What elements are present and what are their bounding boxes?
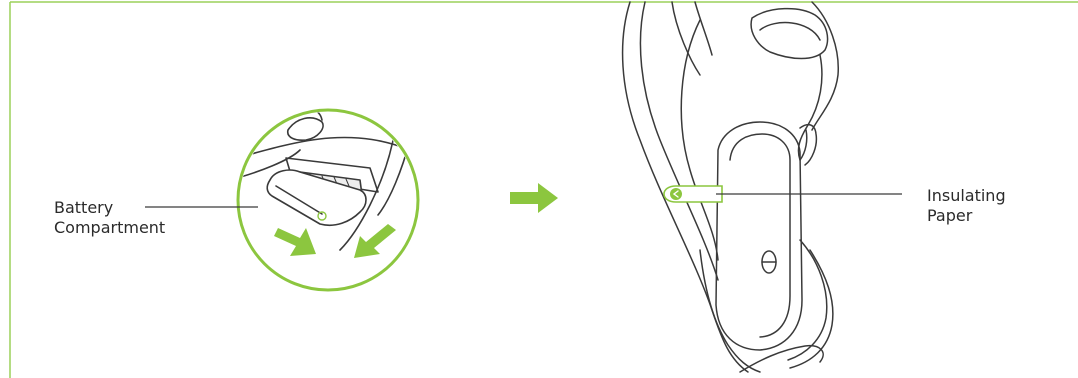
insulating-paper-label: Insulating Paper <box>927 186 1006 226</box>
insulating-label-line1: Insulating <box>927 186 1006 206</box>
battery-label-line1: Battery <box>54 198 165 218</box>
insulating-paper-tab <box>664 186 722 202</box>
right-arrow-icon <box>510 183 558 213</box>
battery-detail-magnifier <box>230 108 418 290</box>
arrow-left-circle-icon <box>670 188 682 200</box>
battery-compartment-label: Battery Compartment <box>54 198 165 238</box>
insulating-label-line2: Paper <box>927 206 1006 226</box>
slide-down-arrows <box>274 224 396 258</box>
battery-label-line2: Compartment <box>54 218 165 238</box>
controller-drawing <box>623 2 839 372</box>
